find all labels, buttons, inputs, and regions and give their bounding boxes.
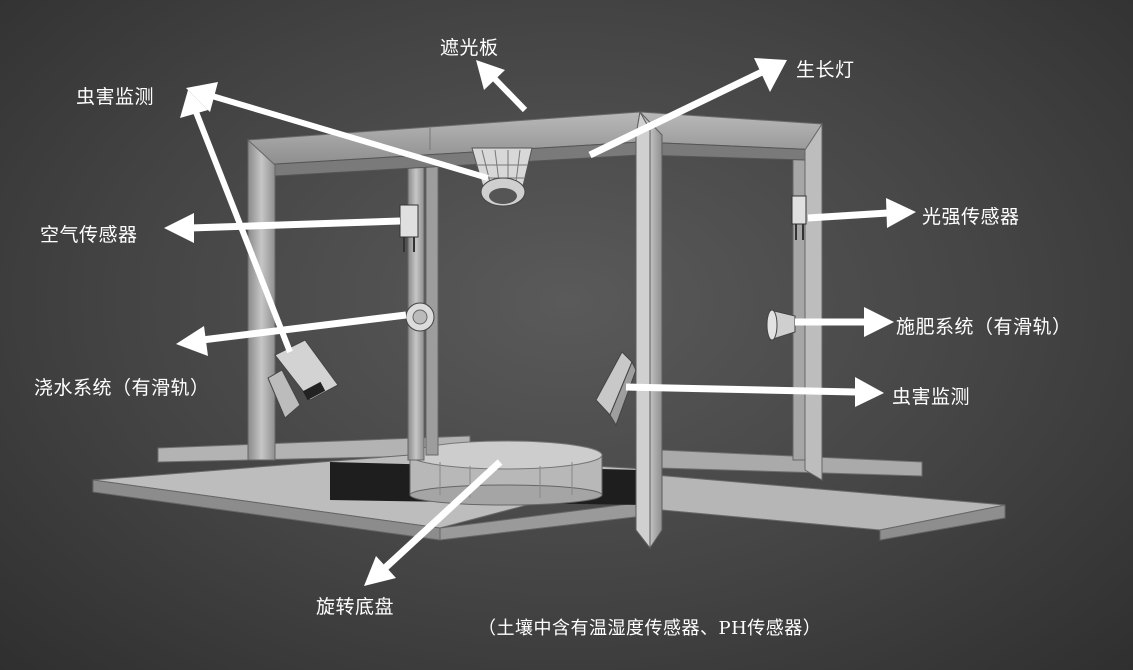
light-sensor-device bbox=[791, 195, 807, 240]
back-posts bbox=[407, 149, 806, 461]
label-pest-monitor-top: 虫害监测 bbox=[76, 86, 155, 108]
arrow-pest-monitor-top-b bbox=[180, 90, 293, 354]
rotating-base-cylinder bbox=[409, 440, 603, 506]
label-rotating-base: 旋转底盘 bbox=[316, 596, 395, 618]
top-frame bbox=[247, 111, 824, 177]
arrow-fertilizer bbox=[795, 307, 894, 337]
arrow-light-sensor bbox=[807, 198, 916, 228]
arrow-watering bbox=[176, 311, 407, 356]
watering-nozzle bbox=[405, 302, 435, 332]
arrow-rotating-base bbox=[364, 459, 503, 586]
front-main-post bbox=[635, 110, 663, 550]
arrow-pest-monitor-top-a bbox=[186, 82, 489, 181]
label-grow-light: 生长灯 bbox=[796, 59, 855, 81]
label-light-sensor: 光强传感器 bbox=[922, 206, 1020, 228]
arrow-air-sensor bbox=[164, 213, 401, 243]
arrow-grow-light bbox=[588, 58, 787, 159]
fertilizer-nozzle bbox=[766, 309, 796, 341]
arrow-pest-monitor-right bbox=[625, 377, 884, 407]
label-pest-monitor-right: 虫害监测 bbox=[892, 386, 971, 408]
air-sensor-device bbox=[399, 204, 419, 252]
annotation-arrows bbox=[164, 58, 916, 586]
left-pest-camera bbox=[267, 339, 339, 419]
label-watering-system: 浇水系统（有滑轨） bbox=[34, 377, 210, 399]
right-pest-camera bbox=[595, 351, 637, 427]
right-side-post bbox=[804, 122, 823, 481]
label-soil-note: （土壤中含有温湿度传感器、PH传感器） bbox=[478, 618, 822, 639]
label-shade-board: 遮光板 bbox=[440, 37, 499, 59]
left-front-post bbox=[247, 138, 276, 461]
label-fertilizer-system: 施肥系统（有滑轨） bbox=[896, 316, 1072, 338]
arrow-shade-board bbox=[476, 60, 528, 113]
label-air-sensor: 空气传感器 bbox=[40, 224, 138, 246]
